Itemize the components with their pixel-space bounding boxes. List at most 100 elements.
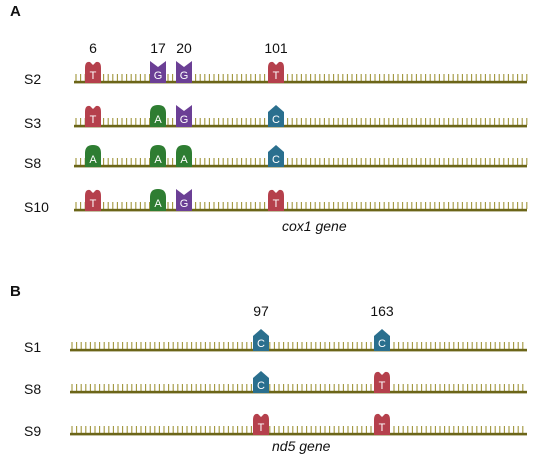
- nucleotide-marker-T: T: [253, 413, 269, 435]
- base-letter: C: [378, 338, 386, 350]
- nucleotide-marker-T: T: [85, 105, 101, 127]
- marker-shape: [176, 61, 192, 83]
- base-letter: T: [90, 70, 97, 82]
- marker-shape: [268, 105, 284, 127]
- sequence-backbone: [70, 426, 527, 436]
- nucleotide-marker-T: T: [374, 371, 390, 393]
- marker-shape: [150, 61, 166, 83]
- sample-row: S3 T A G C: [24, 105, 528, 131]
- nucleotide-marker-T: T: [268, 189, 284, 211]
- nucleotide-marker-T: T: [374, 413, 390, 435]
- position-label: 101: [264, 40, 288, 56]
- sample-label: S8: [24, 155, 41, 171]
- nucleotide-marker-A: A: [150, 189, 166, 211]
- base-letter: A: [89, 154, 97, 166]
- marker-shape: [268, 145, 284, 167]
- nucleotide-marker-G: G: [176, 61, 192, 83]
- backbone-line: [70, 390, 527, 394]
- nucleotide-marker-A: A: [150, 145, 166, 167]
- nucleotide-marker-C: C: [374, 329, 390, 351]
- nucleotide-marker-C: C: [253, 371, 269, 393]
- position-label: 97: [253, 303, 269, 319]
- position-label: 17: [150, 40, 166, 56]
- position-label: 6: [89, 40, 97, 56]
- marker-shape: [374, 371, 390, 393]
- marker-shape: [374, 413, 390, 435]
- base-letter: G: [180, 114, 189, 126]
- base-letter: T: [258, 422, 265, 434]
- marker-shape: [176, 145, 192, 167]
- backbone-line: [70, 348, 527, 352]
- nucleotide-marker-G: G: [176, 189, 192, 211]
- base-letter: G: [180, 198, 189, 210]
- marker-shape: [85, 189, 101, 211]
- sample-label: S3: [24, 115, 41, 131]
- base-letter: C: [272, 114, 280, 126]
- nucleotide-marker-C: C: [268, 145, 284, 167]
- nucleotide-marker-T: T: [85, 61, 101, 83]
- position-label: 163: [370, 303, 394, 319]
- sequence-backbone: [74, 74, 528, 84]
- base-letter: A: [154, 198, 162, 210]
- nucleotide-marker-A: A: [85, 145, 101, 167]
- marker-shape: [253, 371, 269, 393]
- gene-label: nd5 gene: [272, 438, 331, 454]
- marker-shape: [85, 61, 101, 83]
- backbone-line: [74, 80, 527, 84]
- sample-label: S10: [24, 199, 49, 215]
- sample-label: S1: [24, 339, 41, 355]
- backbone-line: [70, 432, 527, 436]
- sample-row: S8 C T: [24, 371, 527, 397]
- marker-shape: [268, 189, 284, 211]
- marker-shape: [150, 145, 166, 167]
- gene-label: cox1 gene: [282, 218, 347, 234]
- base-letter: T: [90, 198, 97, 210]
- sequence-backbone: [70, 342, 527, 352]
- sample-label: S9: [24, 423, 41, 439]
- backbone-line: [74, 124, 527, 128]
- panel-letter: B: [10, 283, 21, 300]
- nucleotide-marker-C: C: [253, 329, 269, 351]
- base-letter: G: [180, 70, 189, 82]
- backbone-line: [74, 164, 527, 168]
- sequence-backbone: [74, 158, 528, 168]
- marker-shape: [253, 413, 269, 435]
- nucleotide-marker-A: A: [150, 105, 166, 127]
- nucleotide-marker-T: T: [268, 61, 284, 83]
- marker-shape: [176, 189, 192, 211]
- base-letter: T: [379, 422, 386, 434]
- base-letter: T: [273, 198, 280, 210]
- sample-row: S10 T A G T: [24, 189, 528, 215]
- nucleotide-marker-C: C: [268, 105, 284, 127]
- sequence-backbone: [70, 384, 527, 394]
- nucleotide-marker-T: T: [85, 189, 101, 211]
- marker-shape: [374, 329, 390, 351]
- base-letter: C: [257, 380, 265, 392]
- marker-shape: [85, 105, 101, 127]
- base-letter: A: [154, 114, 162, 126]
- base-letter: T: [379, 380, 386, 392]
- base-letter: C: [257, 338, 265, 350]
- sequence-backbone: [74, 118, 528, 128]
- sample-label: S2: [24, 71, 41, 87]
- position-label: 20: [176, 40, 192, 56]
- marker-shape: [150, 105, 166, 127]
- sequence-backbone: [74, 202, 528, 212]
- base-letter: A: [154, 154, 162, 166]
- base-letter: C: [272, 154, 280, 166]
- marker-shape: [253, 329, 269, 351]
- sample-row: S2 T G G T: [24, 61, 528, 87]
- nucleotide-marker-A: A: [176, 145, 192, 167]
- marker-shape: [150, 189, 166, 211]
- base-letter: G: [154, 70, 163, 82]
- sample-label: S8: [24, 381, 41, 397]
- base-letter: T: [273, 70, 280, 82]
- sample-row: S9 T T: [24, 413, 527, 439]
- nucleotide-marker-G: G: [176, 105, 192, 127]
- base-letter: T: [90, 114, 97, 126]
